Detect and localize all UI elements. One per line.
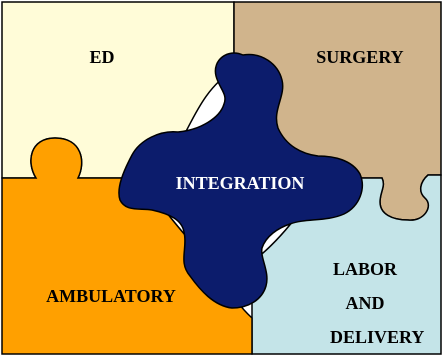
integration-piece [118,52,364,309]
ambulatory-label: AMBULATORY [46,286,176,306]
labor-delivery-label-line3: DELIVERY [330,327,425,347]
labor-delivery-label: LABOR AND DELIVERY [330,252,425,354]
integration-label: INTEGRATION [175,173,305,193]
surgery-label: SURGERY [316,47,404,67]
labor-delivery-label-line1: LABOR [332,259,397,279]
ed-label: ED [89,47,115,67]
labor-delivery-label-line2: AND [345,293,385,313]
